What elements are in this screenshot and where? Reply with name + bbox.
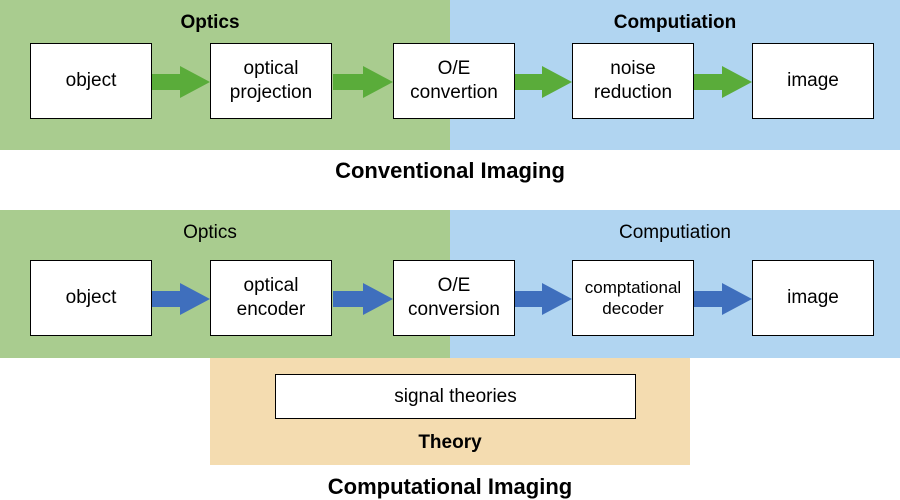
optical-projection-label: optical projection: [229, 58, 313, 103]
oe-conversion-label: O/E conversion: [408, 275, 500, 320]
image-box-2-label: image: [787, 287, 839, 309]
computational-decoder-label: comptational decoder: [584, 277, 682, 318]
image-box-label: image: [787, 70, 839, 92]
optical-encoder-box: optical encoder: [210, 260, 332, 336]
oe-convertion-label: O/E convertion: [410, 58, 498, 103]
image-box-2: image: [752, 260, 874, 336]
object-box-2: object: [30, 260, 152, 336]
signal-theories-label: signal theories: [394, 385, 517, 407]
arrow-oe-to-noise: [515, 66, 572, 98]
arrow-oe-to-decoder: [515, 283, 572, 315]
optical-projection-box: optical projection: [210, 43, 332, 119]
arrow-encoder-to-oe: [333, 283, 393, 315]
signal-theories-box: signal theories: [275, 374, 636, 419]
noise-reduction-box: noise reduction: [572, 43, 694, 119]
object-box: object: [30, 43, 152, 119]
image-box: image: [752, 43, 874, 119]
oe-convertion-box: O/E convertion: [393, 43, 515, 119]
object-box-2-label: object: [65, 287, 117, 309]
arrow-noise-to-image: [694, 66, 752, 98]
conventional-imaging-title: Conventional Imaging: [335, 158, 565, 183]
arrow-object-to-encoder: [152, 283, 210, 315]
conventional-computation-label: Computiation: [613, 12, 737, 33]
object-box-label: object: [65, 70, 117, 92]
arrow-decoder-to-image: [694, 283, 752, 315]
computational-computation-label: Computiation: [619, 222, 731, 243]
arrow-object-to-projection: [152, 66, 210, 98]
computational-imaging-title: Computational Imaging: [327, 474, 573, 499]
computational-optics-label: Optics: [183, 222, 237, 243]
theory-label: Theory: [418, 432, 482, 453]
noise-reduction-label: noise reduction: [593, 58, 673, 103]
optical-encoder-label: optical encoder: [236, 275, 306, 320]
conventional-optics-label: Optics: [180, 12, 240, 33]
computational-decoder-box: comptational decoder: [572, 260, 694, 336]
arrow-projection-to-oe: [333, 66, 393, 98]
oe-conversion-box: O/E conversion: [393, 260, 515, 336]
